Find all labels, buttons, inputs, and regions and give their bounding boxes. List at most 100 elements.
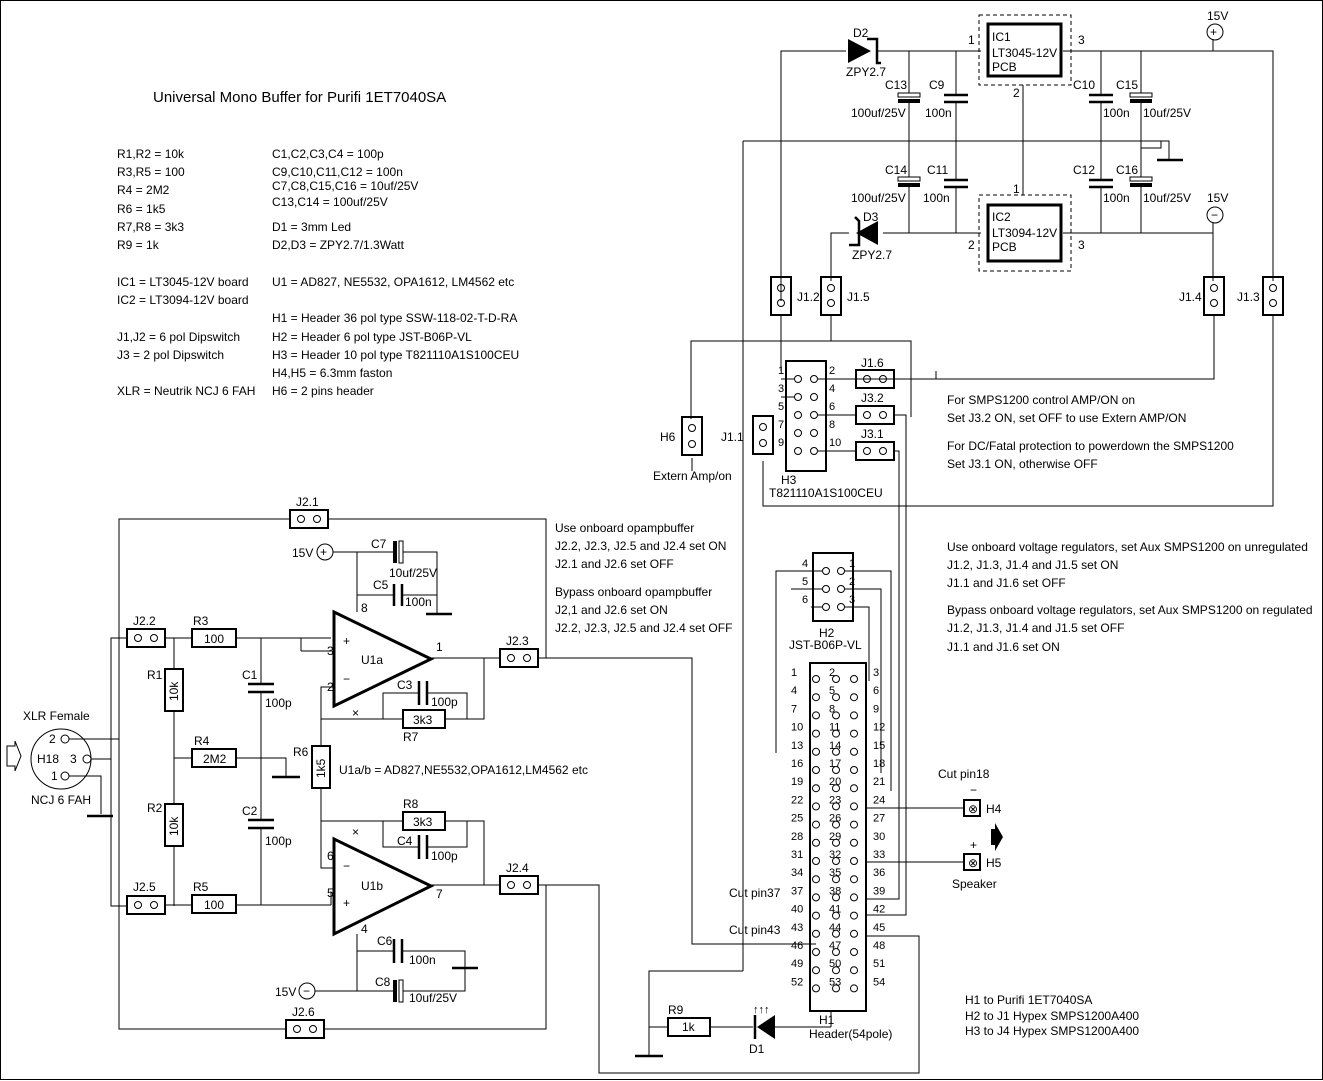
svg-text:⊗: ⊗	[968, 856, 978, 870]
svg-text:100n: 100n	[923, 191, 950, 205]
h1-pin	[850, 929, 858, 938]
h1-pin-number: 9	[873, 703, 879, 715]
svg-text:↑↑↑: ↑↑↑	[753, 1004, 770, 1016]
jumper-j1-5[interactable]: J1.5	[820, 276, 870, 316]
svg-text:J1.1 and J1.6 set ON: J1.1 and J1.6 set ON	[947, 640, 1060, 654]
svg-text:9: 9	[778, 437, 784, 449]
bom-line: IC1 = LT3045-12V board	[117, 275, 249, 289]
svg-text:100n: 100n	[1103, 191, 1130, 205]
svg-text:C6: C6	[377, 934, 393, 948]
svg-text:100p: 100p	[431, 849, 458, 863]
jumper-j1-6[interactable]: J1.6	[855, 356, 895, 389]
svg-text:−: −	[343, 672, 350, 686]
svg-text:10uf/25V: 10uf/25V	[1143, 191, 1191, 205]
svg-text:LT3094-12V: LT3094-12V	[992, 226, 1057, 240]
h1-pin	[832, 675, 840, 683]
jumper-j2-5[interactable]: J2.5	[126, 880, 166, 915]
h1-pin-number: 53	[829, 976, 841, 988]
resistor-r2: 10k R2	[147, 801, 184, 847]
h1-pin	[832, 711, 840, 720]
jumper-j2-6[interactable]: J2.6	[285, 1005, 325, 1039]
svg-text:Header(54pole): Header(54pole)	[809, 1027, 892, 1041]
resistor-r5: 100 R5	[191, 880, 237, 914]
h1-pin	[832, 911, 840, 920]
svg-text:−: −	[343, 859, 350, 873]
h1-pin-number: 24	[873, 794, 885, 806]
svg-text:3: 3	[70, 752, 77, 766]
speaker-icon	[991, 823, 1003, 851]
svg-text:3k3: 3k3	[413, 815, 433, 829]
h1-pin-number: 21	[873, 776, 885, 788]
h1-pin-number: 14	[829, 740, 841, 752]
svg-text:R9: R9	[668, 1003, 684, 1017]
svg-text:×: ×	[352, 706, 359, 720]
regulator-ic1: IC1 LT3045-12V PCB 1 3 2	[968, 14, 1085, 100]
bom-line: R1,R2 = 10k	[117, 147, 185, 161]
svg-text:H18: H18	[37, 752, 59, 766]
svg-text:H2 to J1 Hypex SMPS1200A400: H2 to J1 Hypex SMPS1200A400	[965, 1009, 1139, 1023]
jumper-j3-2[interactable]: J3.2	[855, 391, 895, 425]
h1-pin-number: 19	[791, 776, 803, 788]
svg-text:PCB: PCB	[992, 60, 1017, 74]
svg-text:10k: 10k	[167, 816, 181, 836]
jumper-j2-4[interactable]: J2.4	[499, 861, 539, 895]
svg-text:100n: 100n	[405, 595, 432, 609]
opamp-u1b: − + U1b 6 5 7 4 ×	[327, 825, 443, 937]
svg-text:−: −	[970, 783, 977, 797]
svg-text:3k3: 3k3	[413, 713, 433, 727]
capacitor-c7: C7 10uf/25V	[371, 537, 438, 595]
svg-text:Extern Amp/on: Extern Amp/on	[653, 469, 732, 483]
capacitor-c8: C8 10uf/25V	[375, 951, 466, 1005]
capacitor-c2: C2 100p	[242, 804, 292, 905]
svg-text:7: 7	[778, 419, 784, 431]
bom-line: H1 = Header 36 pol type SSW-118-02-T-D-R…	[272, 311, 517, 325]
h1-pin	[832, 747, 840, 756]
svg-text:JST-B06P-VL: JST-B06P-VL	[789, 638, 862, 652]
bom-line: J1,J2 = 6 pol Dipswitch	[117, 330, 240, 344]
capacitor-c15: C15 10uf/25V	[1116, 51, 1191, 148]
h1-pin	[832, 838, 840, 847]
svg-text:J1.2, J1.3, J1.4 and J1.5 set: J1.2, J1.3, J1.4 and J1.5 set ON	[947, 558, 1118, 572]
svg-text:NCJ 6 FAH: NCJ 6 FAH	[31, 793, 91, 807]
jumper-j1-2[interactable]: J1.2	[770, 276, 820, 316]
jumper-j2-3[interactable]: J2.3	[499, 634, 539, 668]
capacitor-c5: C5 100n	[373, 578, 452, 616]
svg-text:IC1: IC1	[992, 30, 1011, 44]
h1-pin	[812, 675, 820, 683]
svg-text:ZPY2.7: ZPY2.7	[852, 248, 892, 262]
jumper-j2-2[interactable]: J2.2	[126, 614, 166, 648]
jumper-j2-1[interactable]: J2.1	[289, 495, 547, 658]
svg-text:C1: C1	[242, 668, 258, 682]
h1-pin	[832, 784, 840, 793]
h1-pin	[812, 820, 820, 829]
schematic-title: Universal Mono Buffer for Purifi 1ET7040…	[153, 89, 446, 106]
svg-text:4: 4	[361, 922, 368, 936]
jumper-j1-3[interactable]: J1.3	[1237, 276, 1284, 316]
cut-pin43-label: Cut pin43	[729, 923, 781, 937]
svg-text:100p: 100p	[265, 696, 292, 710]
bom-right: C1,C2,C3,C4 = 100p C9,C10,C11,C12 = 100n…	[272, 147, 519, 398]
jumper-j3-1[interactable]: J3.1	[855, 427, 895, 461]
jumper-j1-4[interactable]: J1.4	[1179, 276, 1225, 316]
h1-pin-number: 5	[829, 685, 835, 697]
h1-pin-number: 8	[829, 703, 835, 715]
svg-text:C13: C13	[885, 78, 907, 92]
svg-text:100n: 100n	[925, 106, 952, 120]
svg-text:H2: H2	[819, 626, 835, 640]
svg-text:Bypass onboard voltage regulat: Bypass onboard voltage regulators, set A…	[947, 603, 1313, 617]
bom-line: C13,C14 = 100uf/25V	[272, 195, 388, 209]
regulator-ic2: IC2 LT3094-12V PCB 1 2 3	[968, 182, 1085, 272]
h1-pin	[850, 820, 858, 829]
capacitor-c14: C14 100uf/25V	[851, 148, 921, 233]
svg-text:R3: R3	[193, 614, 209, 628]
svg-text:R7: R7	[403, 730, 419, 744]
h1-pin	[812, 711, 820, 720]
jumper-j1-1[interactable]: J1.1	[721, 415, 774, 455]
svg-text:J1.2: J1.2	[797, 290, 820, 304]
h1-pin	[812, 893, 820, 902]
svg-text:3: 3	[849, 594, 855, 606]
svg-text:J1.6: J1.6	[861, 356, 884, 370]
negative-supply-opamp: 15V −	[275, 934, 393, 1000]
svg-text:U1b: U1b	[361, 879, 383, 893]
